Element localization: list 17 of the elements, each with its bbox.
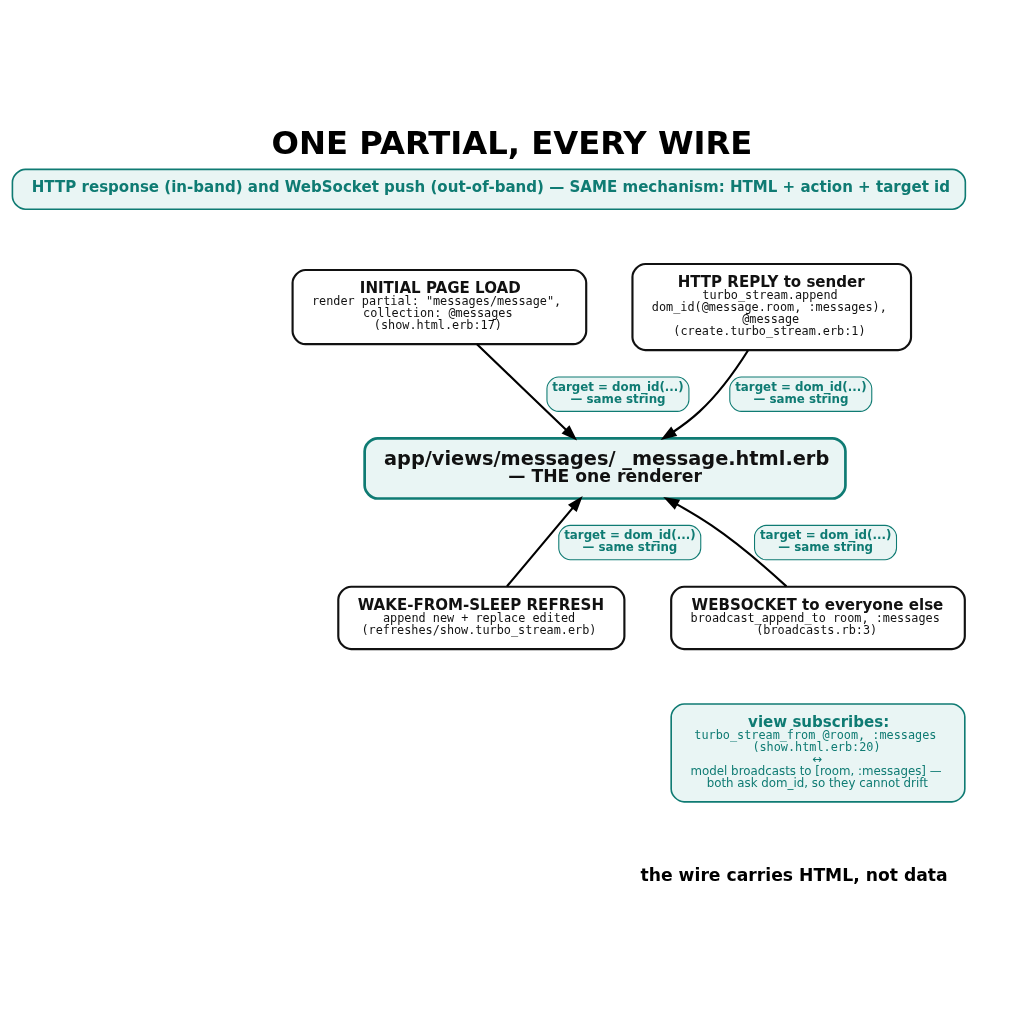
node-box: HTTP response (in-band) and WebSocket push (out-of-band) — SAME mechanism: HTML + action + target id bbox=[11, 168, 967, 210]
arrow bbox=[506, 495, 583, 587]
label: the wire carries HTML, not data bbox=[640, 864, 948, 885]
node-box: WEBSOCKET to everyone else broadcast_append_to room, :messages (broadcasts.rb:3) bbox=[670, 585, 966, 650]
arrow bbox=[663, 496, 788, 587]
node-box: HTTP REPLY to sender turbo_stream.append dom_id(@message.room, :messages), @message (create.turbo_stream.erb:1) bbox=[631, 262, 913, 351]
diagram-title: ONE PARTIAL, EVERY WIRE bbox=[271, 123, 753, 162]
arrow bbox=[660, 349, 749, 440]
edge-label: target = dom_id(...) — same string bbox=[759, 527, 892, 554]
node-box: INITIAL PAGE LOAD render partial: "messages/message", collection: @messages (show.html.erb:17) bbox=[291, 268, 588, 345]
node-box: view subscribes: turbo_stream_from @room, :messages (show.html.erb:20) ↔ model broadcasts to [room, :messages] — both ask dom_id, so they cannot drift bbox=[670, 702, 966, 803]
edge-label: target = dom_id(...) — same string bbox=[552, 379, 684, 406]
edge-label: target = dom_id(...) — same string bbox=[735, 379, 867, 406]
arrow bbox=[476, 343, 578, 440]
node-box: WAKE-FROM-SLEEP REFRESH append new + replace edited (refreshes/show.turbo_stream.erb) bbox=[337, 585, 626, 650]
edge-label: target = dom_id(...) — same string bbox=[564, 527, 696, 554]
node-box: app/views/messages/ _message.html.erb — THE one renderer bbox=[363, 436, 847, 500]
